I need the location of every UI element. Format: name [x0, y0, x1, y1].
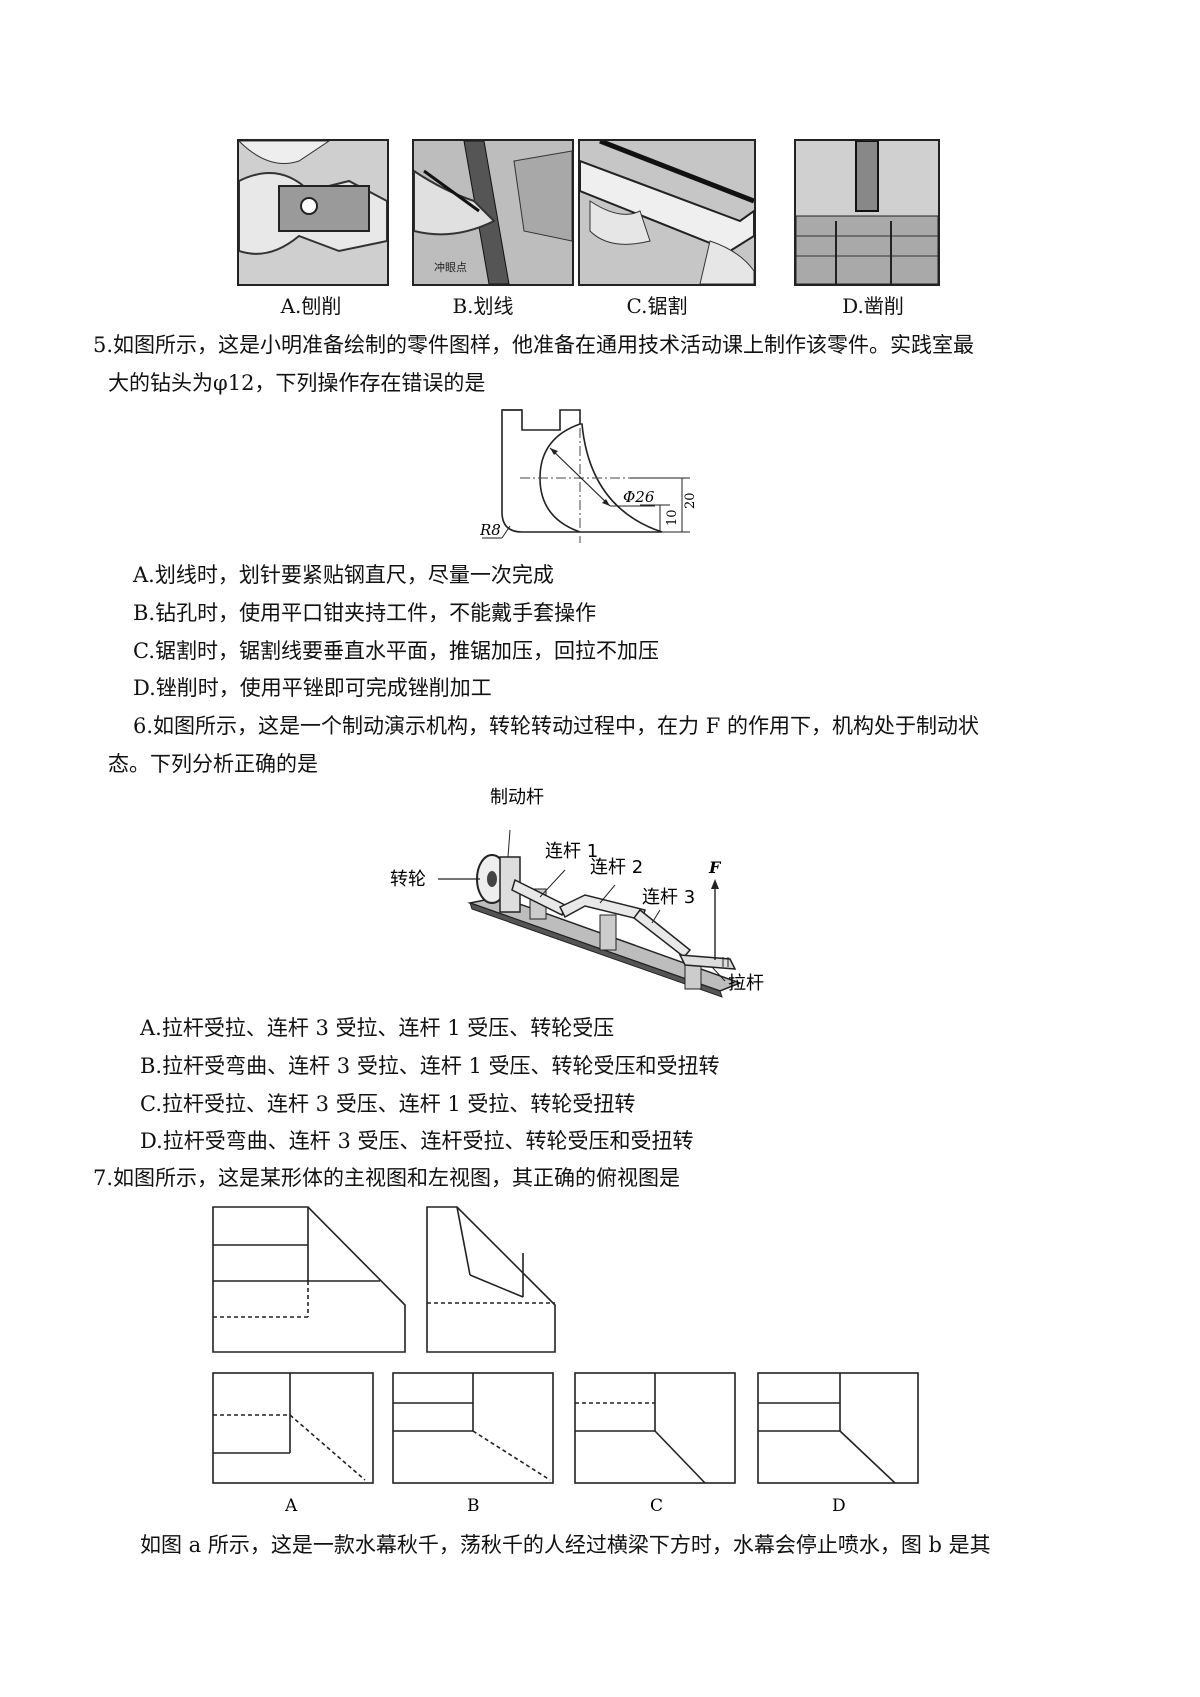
top-view-a — [212, 1372, 374, 1484]
dim-radius: R8 — [480, 521, 501, 539]
dim-10: 10 — [665, 509, 680, 526]
photo-chiseling — [794, 139, 940, 286]
label-link-1: 连杆 1 — [545, 841, 598, 862]
top-view-b — [392, 1372, 554, 1484]
label-brake-lever: 制动杆 — [490, 787, 544, 808]
label-pull-rod: 拉杆 — [728, 973, 764, 994]
photo-marking: 冲眼点 — [412, 139, 574, 286]
label-link-3: 连杆 3 — [642, 887, 695, 908]
top-view-d — [757, 1372, 919, 1484]
q5-option-d: D.锉削时，使用平锉即可完成锉削加工 — [133, 676, 492, 700]
top-view-c — [574, 1372, 736, 1484]
choice-b-label: B — [467, 1496, 480, 1515]
planing-illustration — [239, 141, 387, 284]
label-link-2: 连杆 2 — [590, 857, 643, 878]
photo-sawing — [578, 139, 756, 286]
left-view — [426, 1206, 556, 1353]
photo-planing — [237, 139, 389, 286]
choice-d-label: D — [832, 1496, 846, 1515]
q6-option-d: D.拉杆受弯曲、连杆 3 受压、连杆受拉、转轮受压和受扭转 — [140, 1129, 694, 1153]
q5-stem-line2: 大的钻头为φ12，下列操作存在错误的是 — [108, 371, 486, 395]
choice-c-label: C — [650, 1496, 663, 1515]
q8-stem: 如图 a 所示，这是一款水幕秋千，荡秋千的人经过横梁下方时，水幕会停止喷水，图 … — [140, 1533, 991, 1557]
q5-option-c: C.锯割时，锯割线要垂直水平面，推锯加压，回拉不加压 — [133, 639, 659, 663]
q6-option-c: C.拉杆受拉、连杆 3 受压、连杆 1 受拉、转轮受扭转 — [140, 1092, 636, 1116]
caption-sawing: C.锯割 — [626, 294, 688, 318]
q5-option-b: B.钻孔时，使用平口钳夹持工件，不能戴手套操作 — [133, 601, 597, 625]
q7-stem: 7.如图所示，这是某形体的主视图和左视图，其正确的俯视图是 — [93, 1166, 681, 1190]
front-view — [212, 1206, 406, 1353]
q6-stem-line2: 态。下列分析正确的是 — [108, 752, 318, 776]
q6-brake-mechanism: 制动杆 转轮 连杆 1 连杆 2 连杆 3 F 拉杆 — [390, 787, 764, 998]
dim-20: 20 — [683, 492, 698, 509]
q5-option-a: A.划线时，划针要紧贴钢直尺，尽量一次完成 — [133, 563, 554, 587]
marking-illustration: 冲眼点 — [414, 141, 572, 284]
caption-planing: A.刨削 — [280, 294, 342, 318]
label-wheel: 转轮 — [390, 869, 426, 890]
q5-stem-line1: 5.如图所示，这是小明准备绘制的零件图样，他准备在通用技术活动课上制作该零件。实… — [93, 333, 975, 357]
q6-stem-line1: 6.如图所示，这是一个制动演示机构，转轮转动过程中，在力 F 的作用下，机构处于… — [133, 714, 979, 738]
q7-views: A B C D — [212, 1206, 919, 1515]
chiseling-illustration — [796, 141, 938, 284]
q6-option-b: B.拉杆受弯曲、连杆 3 受拉、连杆 1 受压、转轮受压和受扭转 — [140, 1054, 720, 1078]
sawing-illustration — [580, 141, 754, 284]
marking-inner-label: 冲眼点 — [434, 260, 467, 274]
dim-diameter: Φ26 — [623, 488, 655, 506]
q5-part-drawing: Φ26 10 20 R8 — [480, 409, 698, 543]
q6-option-a: A.拉杆受拉、连杆 3 受拉、连杆 1 受压、转轮受压 — [140, 1016, 615, 1040]
choice-a-label: A — [284, 1496, 298, 1515]
caption-chiseling: D.凿削 — [842, 294, 904, 318]
caption-marking: B.划线 — [452, 294, 514, 318]
label-force: F — [708, 858, 722, 877]
